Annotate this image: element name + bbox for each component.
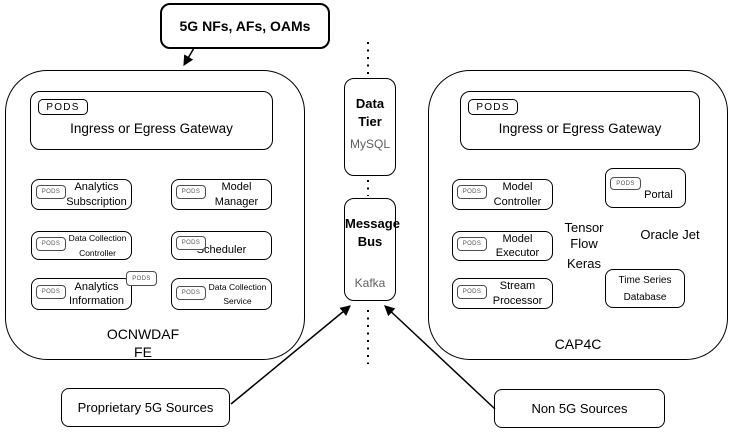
pods-badge: PODS xyxy=(38,99,88,115)
component-label: Analytics Information xyxy=(68,280,125,307)
framework-label-oraclejet: Oracle Jet xyxy=(640,227,700,242)
component-box-analytics-information: PODS Analytics Information xyxy=(31,278,132,310)
component-box-analytics-subscription: PODS Analytics Subscription xyxy=(31,179,132,210)
component-label: Model Controller xyxy=(493,181,542,208)
pods-badge-label: PODS xyxy=(462,289,482,295)
message-bus-technology: Kafka xyxy=(354,276,386,290)
pods-badge-label: PODS xyxy=(41,241,61,247)
pods-badge: PODS xyxy=(610,177,641,190)
top-source-box: 5G NFs, AFs, OAMs xyxy=(160,3,330,49)
proprietary-5g-sources-label: Proprietary 5G Sources xyxy=(77,400,214,415)
data-tier-box: Data Tier MySQL xyxy=(344,78,396,176)
component-box-stream-processor: PODS Stream Processor xyxy=(452,278,553,309)
pods-badge-label: PODS xyxy=(181,240,201,246)
pods-badge-label: PODS xyxy=(462,189,482,195)
pods-badge: PODS xyxy=(468,99,518,115)
cap4c-zone-label: CAP4C xyxy=(554,336,602,352)
component-label: Data Collection Controller xyxy=(68,233,127,258)
pods-badge: PODS xyxy=(457,237,487,251)
component-label: Scheduler xyxy=(196,244,247,256)
framework-label-tensorflow: Tensor Flow xyxy=(564,220,604,251)
pods-badge-label: PODS xyxy=(181,290,201,296)
component-box-model-controller: PODS Model Controller xyxy=(452,179,553,210)
pods-badge: PODS xyxy=(457,285,487,299)
component-box-model-manager: PODS Model Manager xyxy=(171,179,272,210)
pods-badge: PODS xyxy=(36,285,66,299)
component-box-portal: PODS Portal xyxy=(605,168,686,208)
proprietary-5g-sources-box: Proprietary 5G Sources xyxy=(61,388,230,427)
arrow-5g-sources-to-ocnwdaf xyxy=(183,47,195,67)
component-box-data-collection-service: PODS Data Collection Service xyxy=(171,278,272,310)
pods-badge-label: PODS xyxy=(132,275,151,282)
top-source-label: 5G NFs, AFs, OAMs xyxy=(179,18,311,34)
pods-badge: PODS xyxy=(36,237,66,251)
pods-badge: PODS xyxy=(176,185,206,199)
non-5g-sources-label: Non 5G Sources xyxy=(531,401,628,416)
data-tier-title: Data Tier xyxy=(355,96,385,129)
pods-badge-label: PODS xyxy=(41,289,61,295)
pods-badge: PODS xyxy=(176,286,206,300)
component-box-model-executor: PODS Model Executor xyxy=(452,231,553,261)
pods-badge-label: PODS xyxy=(616,180,635,187)
pods-badge-label: PODS xyxy=(462,241,482,247)
component-label: Portal xyxy=(644,189,673,201)
ocnwdaf-zone-label: OCNWDAF FE xyxy=(106,326,180,360)
message-bus-title: Message Bus xyxy=(345,216,400,249)
pods-badge-extra: PODS xyxy=(126,271,157,286)
pods-badge: PODS xyxy=(36,185,66,199)
time-series-database-box: Time Series Database xyxy=(605,269,685,308)
pods-badge-label: PODS xyxy=(181,189,201,195)
cap4c-gateway-label: Ingress or Egress Gateway xyxy=(498,121,662,136)
component-label: Model Executor xyxy=(495,232,540,259)
pods-badge-label: PODS xyxy=(476,101,510,113)
data-tier-technology: MySQL xyxy=(349,137,390,151)
ocnwdaf-gateway-box: PODS Ingress or Egress Gateway xyxy=(30,91,273,150)
time-series-database-label: Time Series Database xyxy=(618,274,672,303)
component-label: Data Collection Service xyxy=(208,281,267,306)
non-5g-sources-box: Non 5G Sources xyxy=(494,389,665,428)
message-bus-box: Message Bus Kafka xyxy=(344,198,400,301)
component-label: Stream Processor xyxy=(492,280,543,307)
pods-badge-label: PODS xyxy=(41,189,61,195)
component-box-data-collection-controller: PODS Data Collection Controller xyxy=(31,231,132,260)
component-label: Model Manager xyxy=(214,181,259,208)
cap4c-gateway-box: PODS Ingress or Egress Gateway xyxy=(460,91,700,150)
component-box-scheduler: PODS Scheduler xyxy=(171,231,272,260)
pods-badge: PODS xyxy=(176,236,206,250)
framework-label-keras: Keras xyxy=(567,256,601,271)
component-label: Analytics Subscription xyxy=(66,181,127,208)
pods-badge-label: PODS xyxy=(46,101,80,113)
pods-badge: PODS xyxy=(457,185,487,199)
ocnwdaf-gateway-label: Ingress or Egress Gateway xyxy=(70,121,233,136)
